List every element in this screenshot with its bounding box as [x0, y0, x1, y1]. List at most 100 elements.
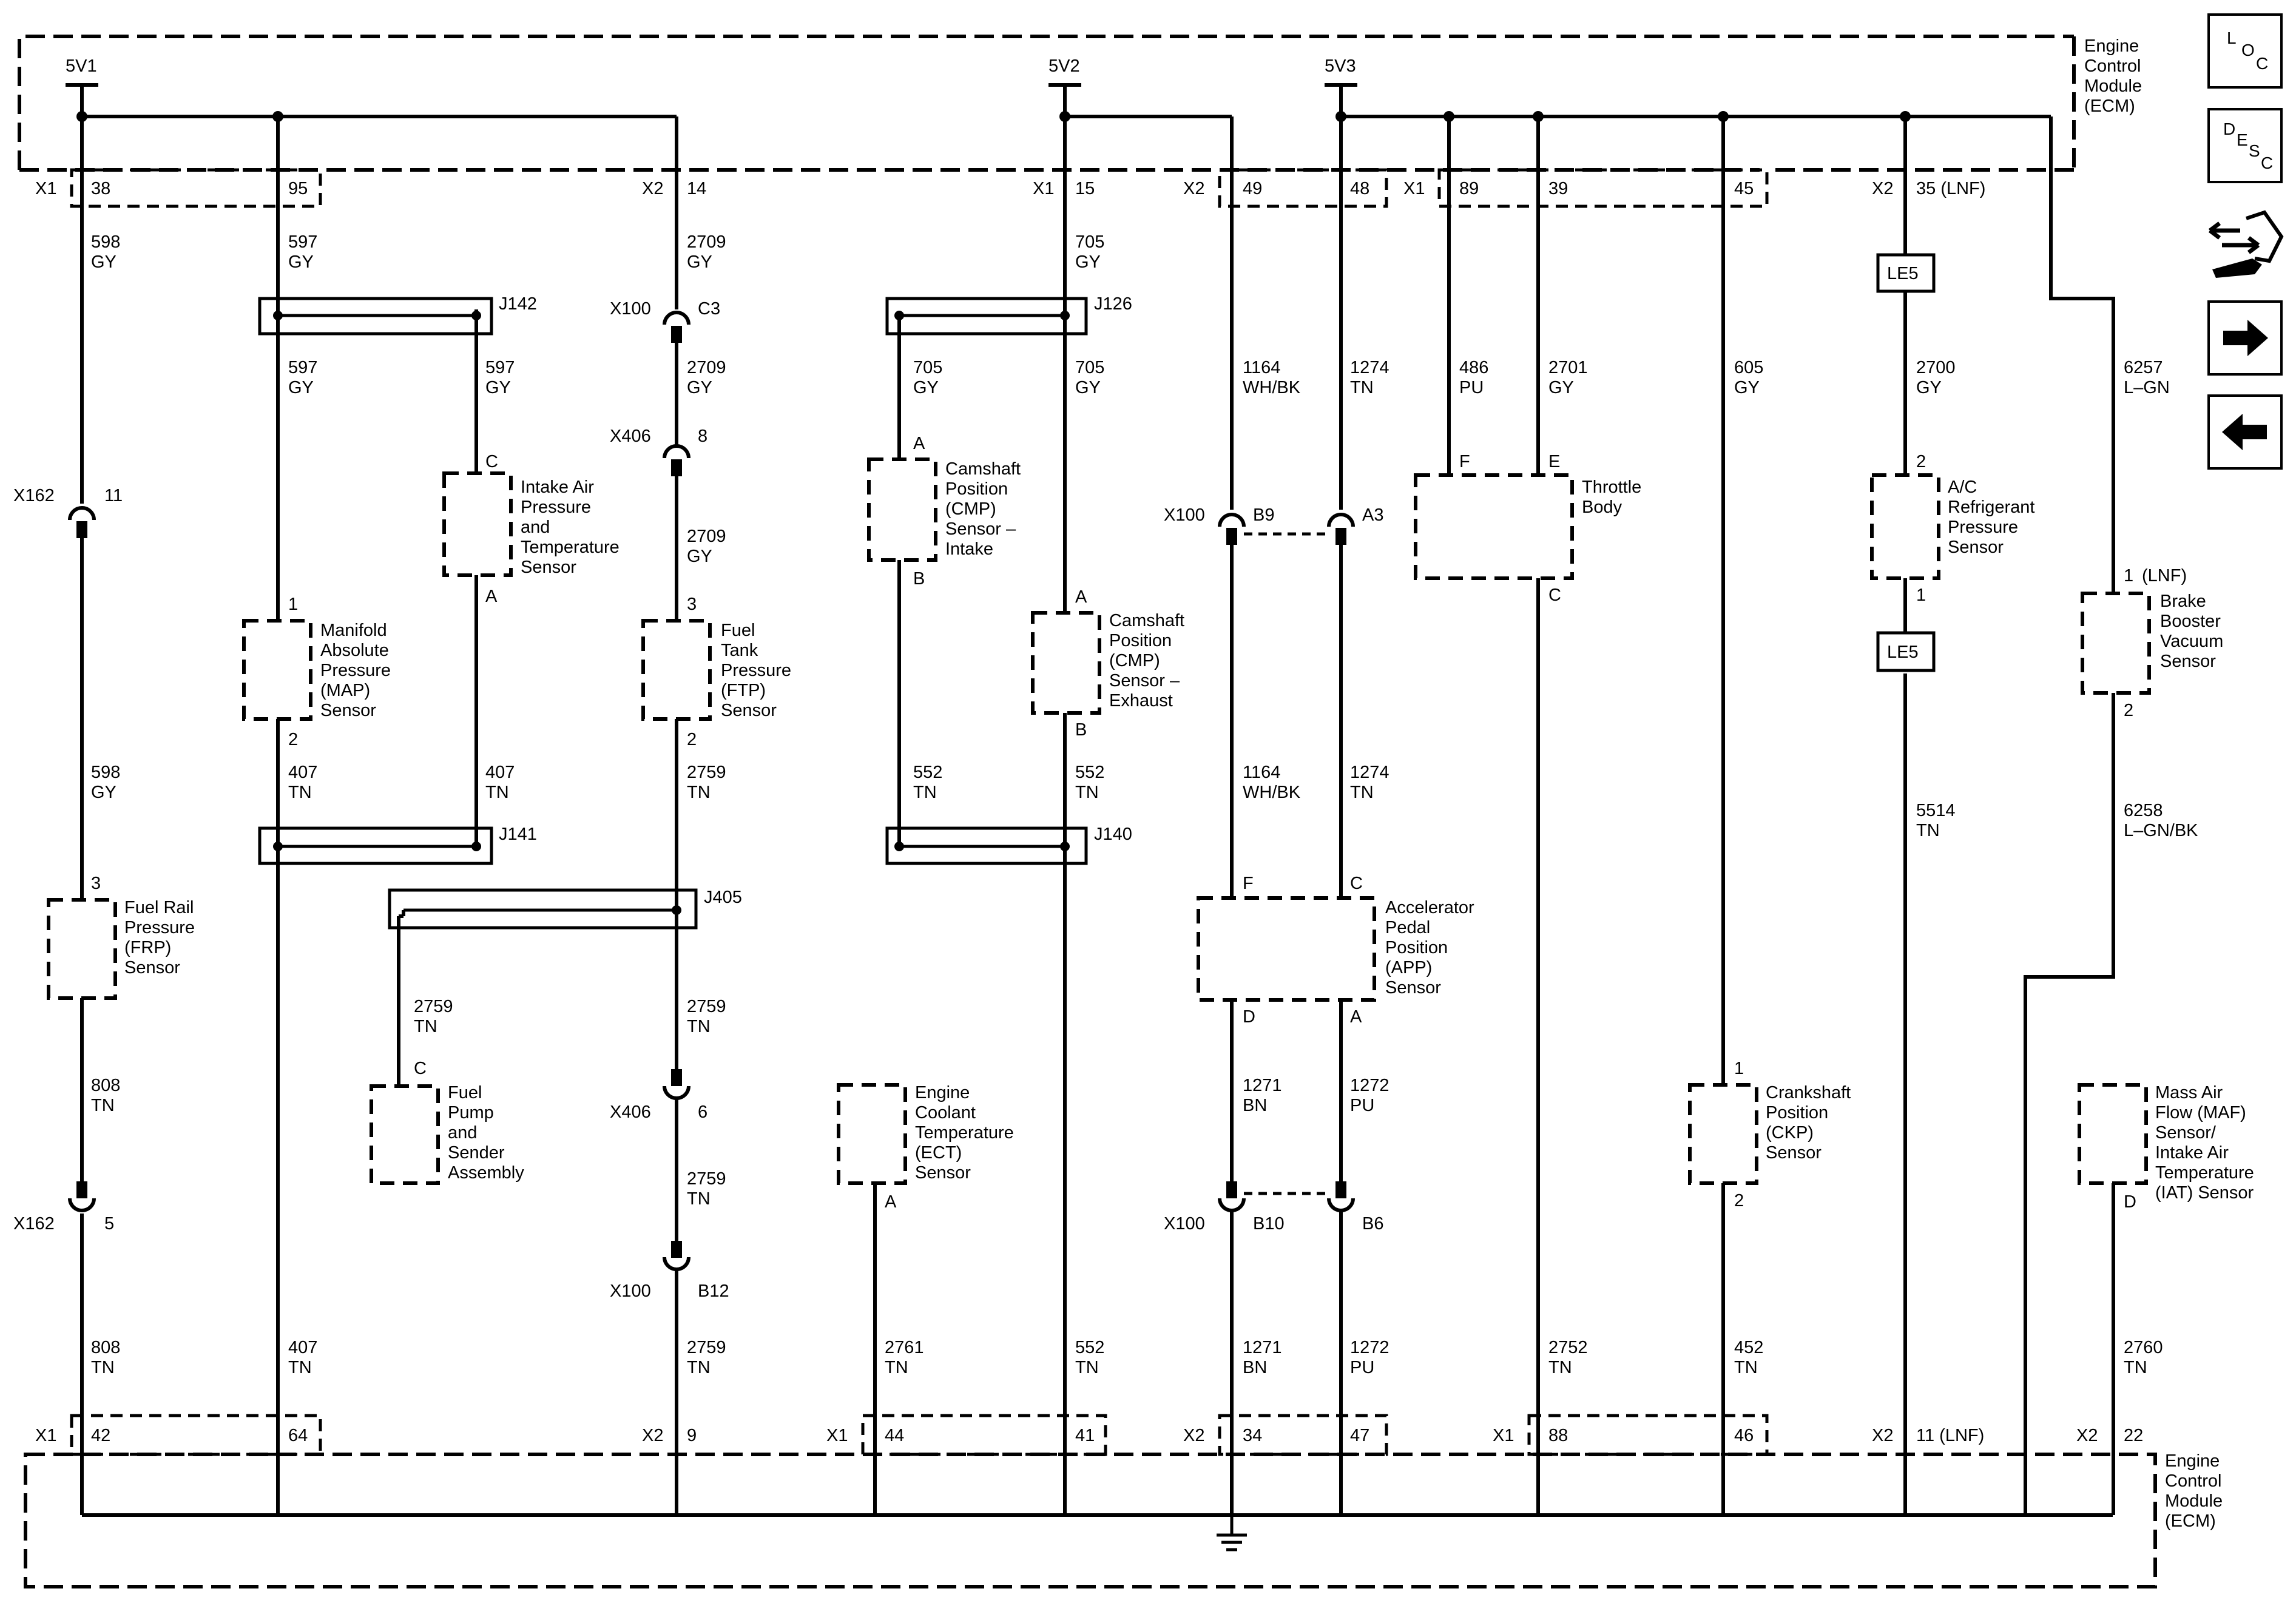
wire-label-w552c-line: 552: [1075, 1338, 1104, 1357]
component-label-app-line: Pedal: [1385, 918, 1430, 937]
component-pin: D: [2124, 1192, 2136, 1212]
connector-wrench-button[interactable]: [2204, 206, 2286, 284]
wire-label-w2759c-line: 2759: [687, 997, 726, 1016]
wire-label-w2700-line: GY: [1916, 378, 1942, 397]
component-pin: F: [1459, 452, 1470, 471]
top-pin: 49: [1243, 179, 1262, 198]
splice-j142: J142: [499, 294, 537, 314]
component-pin: 3: [687, 595, 697, 614]
component-label-ect-line: Temperature: [915, 1123, 1014, 1143]
component-label-cmp_exhaust-line: Camshaft: [1109, 611, 1184, 630]
wire-label-w598a-line: 598: [91, 232, 120, 252]
next-button[interactable]: [2207, 300, 2283, 376]
connector-x1: X1: [35, 1426, 56, 1445]
component-label-ect-line: Coolant: [915, 1103, 976, 1122]
component-label-iapt-line: Sensor: [521, 558, 576, 577]
wire-label-w808b-line: TN: [91, 1358, 115, 1377]
component-label-app-line: Sensor: [1385, 978, 1441, 998]
wire-label-w705c-line: GY: [1075, 378, 1101, 397]
connector-x100: X100: [610, 1281, 651, 1301]
component-label-maf-line: Mass Air: [2155, 1083, 2223, 1102]
wire-label-w598a-line: GY: [91, 252, 116, 272]
component-pin: 1: [2124, 566, 2133, 586]
wire-label-w705b-line: GY: [913, 378, 939, 397]
connector-x406: X406: [610, 427, 651, 446]
wire-label-w552a-line: TN: [913, 783, 937, 802]
bottom-pin: 9: [687, 1426, 697, 1445]
wire-label-w452-line: 452: [1734, 1338, 1763, 1357]
loc-button[interactable]: L O C: [2207, 13, 2283, 89]
ect-sensor-box: [837, 1083, 907, 1185]
wire-label-w2759c-line: TN: [687, 1017, 711, 1036]
component-label-ect-line: Sensor: [915, 1163, 971, 1183]
component-pin: B: [913, 569, 925, 589]
desc-button[interactable]: D E S C: [2207, 108, 2283, 183]
connector-x1: X1: [1033, 179, 1054, 198]
component-label-iapt-line: Temperature: [521, 538, 620, 557]
wire-label-w407a-line: TN: [288, 783, 312, 802]
top-pin: 95: [288, 179, 308, 198]
wire-label-w2752-line: 2752: [1548, 1338, 1588, 1357]
wire-label-w597c-line: GY: [485, 378, 511, 397]
component-label-ftp-line: Sensor: [721, 701, 777, 720]
ftp-sensor-box: [641, 619, 712, 721]
ac-sensor-box: [1870, 473, 1940, 580]
inline-pin: 11: [104, 486, 123, 505]
wire-label-w2760-line: TN: [2124, 1358, 2147, 1377]
ecm-label-bottom-line: Control: [2165, 1471, 2222, 1491]
ecm-label-top-line: (ECM): [2084, 96, 2135, 116]
component-pin: 1: [1734, 1059, 1744, 1078]
wire-label-w1272a-line: PU: [1350, 1096, 1374, 1115]
wire-label-w552b-line: TN: [1075, 783, 1099, 802]
wire-label-w552b-line: 552: [1075, 763, 1104, 782]
wire-label-w1164b-line: 1164: [1243, 763, 1280, 782]
wire-label-w407b-line: TN: [485, 783, 509, 802]
component-pin: 2: [2124, 701, 2133, 720]
wire-label-w2709a-line: GY: [687, 252, 712, 272]
wire-label-w6257-line: 6257: [2124, 358, 2163, 377]
desc-icon: D E S C: [2223, 120, 2273, 172]
wire-label-w705c-line: 705: [1075, 358, 1104, 377]
wire-label-w2759e-line: 2759: [687, 1338, 726, 1357]
component-label-cmp_intake-line: Intake: [945, 539, 993, 559]
prev-button[interactable]: [2207, 394, 2283, 470]
wire-label-w1274a-line: 1274: [1350, 358, 1389, 377]
ecm-label-bottom-line: Module: [2165, 1491, 2223, 1511]
component-label-cmp_exhaust-line: (CMP): [1109, 651, 1160, 670]
component-pin: 3: [91, 874, 101, 893]
component-pin: A: [485, 587, 498, 606]
connector-x1: X1: [1403, 179, 1425, 198]
connector-x2: X2: [1183, 179, 1204, 198]
wire-label-w2701-line: GY: [1548, 378, 1574, 397]
bottom-pin: 44: [885, 1426, 904, 1445]
connector-wrench-icon: [2208, 210, 2284, 278]
component-pin: (LNF): [2142, 566, 2187, 586]
component-pin: 2: [1734, 1191, 1744, 1210]
component-label-frp-line: Pressure: [124, 918, 195, 937]
ecm-label-bottom-line: Engine: [2165, 1451, 2220, 1471]
component-label-ckp-line: Position: [1766, 1103, 1828, 1122]
wire-label-w2752-line: TN: [1548, 1358, 1572, 1377]
splice-j140: J140: [1094, 825, 1132, 844]
component-pin: 2: [288, 730, 298, 749]
wire-label-w2759b-line: 2759: [414, 997, 453, 1016]
inline-pin: 8: [698, 427, 707, 446]
wire-label-w552a-line: 552: [913, 763, 942, 782]
component-pin: C: [1548, 586, 1561, 605]
wire-label-w5514-line: TN: [1916, 821, 1940, 840]
desc-letter: E: [2237, 130, 2248, 149]
app-sensor-box: [1197, 896, 1376, 1002]
component-label-ckp-line: Sensor: [1766, 1143, 1822, 1163]
wire-label-w407a-line: 407: [288, 763, 317, 782]
connector-x2: X2: [1872, 1426, 1893, 1445]
component-label-ckp-line: Crankshaft: [1766, 1083, 1851, 1102]
wire-label-w2759d-line: TN: [687, 1189, 711, 1209]
component-label-app-line: (APP): [1385, 958, 1432, 977]
wire-label-w2761-line: TN: [885, 1358, 908, 1377]
connector-x100: X100: [1164, 505, 1205, 525]
splice-j141: J141: [499, 825, 537, 844]
wire-label-w597a-line: 597: [288, 232, 317, 252]
component-label-map-line: Manifold: [320, 621, 387, 640]
wire-label-w2709a-line: 2709: [687, 232, 726, 252]
component-label-brake-line: Sensor: [2160, 652, 2216, 671]
